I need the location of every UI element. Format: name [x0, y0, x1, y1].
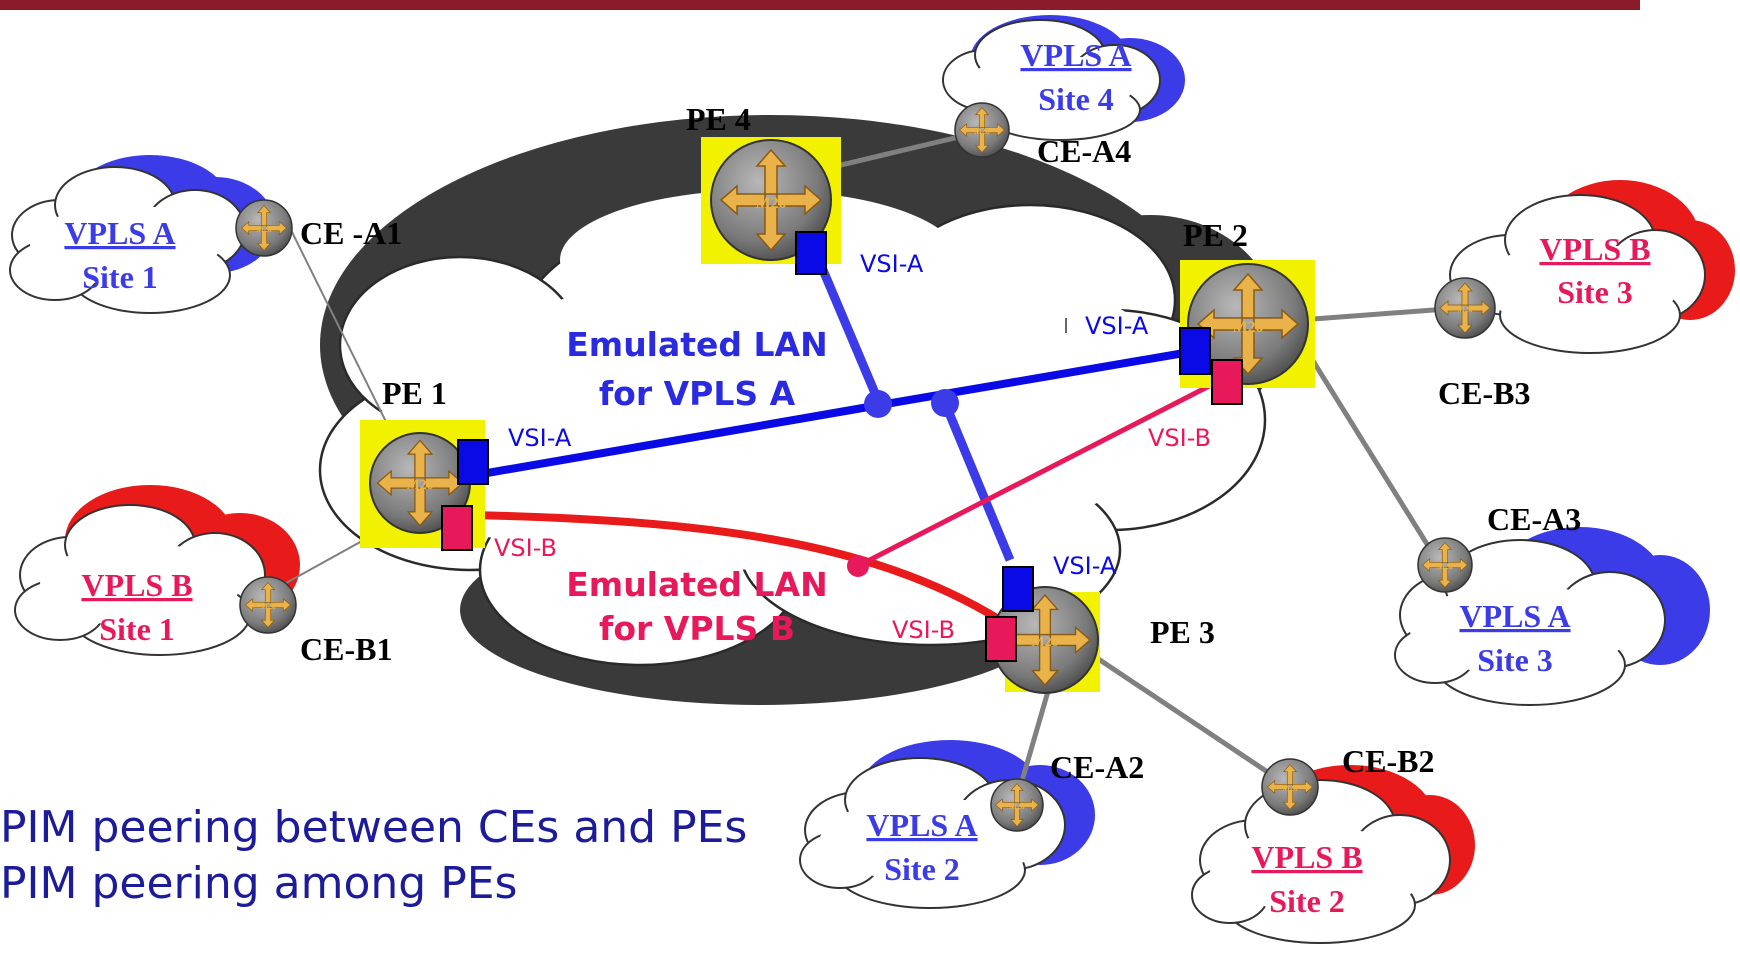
vsi-a-label-pe3: VSI-A — [1053, 552, 1117, 580]
ce-a3-label: CE-A3 — [1487, 501, 1581, 537]
vsi-b-box-pe1 — [441, 505, 473, 551]
emulated-lan-a-subtitle: for VPLS A — [599, 374, 796, 413]
lan-b-pe1-pe3-link — [469, 511, 1003, 624]
site-cloud-vpls-a-1 — [9, 155, 275, 314]
vsi-a-label-pe4: VSI-A — [860, 250, 924, 278]
vsi-a-box-pe3 — [1002, 566, 1034, 612]
site-a1-number: Site 1 — [82, 259, 158, 295]
site-a4-name: VPLS A — [1020, 37, 1131, 73]
pe1-chip-label: M20 — [406, 478, 433, 493]
lan-a-pe2-link — [879, 348, 1191, 409]
emulated-lan-a-links — [469, 268, 1191, 562]
pe2-router: M20 — [1180, 260, 1315, 388]
ce-a4-router: M20 — [954, 102, 1010, 158]
ce-b3-label: CE-B3 — [1438, 375, 1530, 411]
site-a2-number: Site 2 — [884, 851, 960, 887]
lan-a-junction-2 — [931, 389, 959, 417]
lan-a-pe1-link — [469, 401, 881, 480]
emulated-lan-b-links — [469, 380, 1217, 624]
link-ce-a4-pe4 — [819, 129, 981, 173]
ce-b1-label: CE-B1 — [300, 631, 392, 667]
ce-a4-label: CE-A4 — [1037, 133, 1131, 169]
site-a3-number: Site 3 — [1477, 642, 1553, 678]
site-cloud-vpls-b-3 — [1449, 180, 1735, 354]
ce-a2-router: M20 — [990, 778, 1044, 832]
ce-b2-chip-label: M20 — [1282, 784, 1298, 793]
ce-a2-label: CE-A2 — [1050, 749, 1144, 785]
site-cloud-vpls-a-4 — [942, 15, 1185, 141]
bullet-item-ce-pe-peering: PIM peering between CEs and PEs — [0, 802, 748, 853]
emulated-lan-b-title: Emulated LAN — [566, 565, 827, 604]
site-cloud-vpls-b-2 — [1191, 765, 1475, 944]
ce-b3-router: M20 — [1434, 277, 1496, 339]
ce-a4-chip-label: M20 — [974, 127, 990, 136]
link-ce-b2-pe3 — [1068, 637, 1289, 788]
pe3-chip-label: M20 — [1031, 635, 1058, 650]
vsi-a-box-pe4 — [795, 231, 827, 275]
ce-a1-label: CE -A1 — [300, 215, 402, 251]
ce-a1-router: M20 — [235, 199, 293, 257]
link-ce-b3-pe2 — [1299, 305, 1461, 323]
emulated-lan-b-subtitle: for VPLS B — [599, 609, 795, 648]
ce-b2-label: CE-B2 — [1342, 743, 1434, 779]
site-a2-name: VPLS A — [866, 807, 977, 843]
site-b1-number: Site 1 — [99, 611, 175, 647]
vsi-a-box-pe1 — [457, 439, 489, 485]
site-b3-number: Site 3 — [1557, 274, 1633, 310]
ce-b3-chip-label: M20 — [1457, 305, 1473, 314]
vsi-b-box-pe3 — [985, 616, 1017, 662]
ce-a3-router: M20 — [1417, 537, 1473, 593]
site-b2-name: VPLS B — [1251, 839, 1362, 875]
link-ce-a3-pe2 — [1297, 338, 1443, 567]
vsi-a-label-pe1: VSI-A — [508, 424, 572, 452]
lan-b-pe2-link — [856, 380, 1217, 569]
site-cloud-vpls-a-3 — [1394, 527, 1710, 706]
site-b1-name: VPLS B — [81, 567, 192, 603]
pe4-router: M20 — [701, 137, 841, 264]
site-a3-name: VPLS A — [1459, 598, 1570, 634]
vsi-b-label-pe2: VSI-B — [1148, 424, 1211, 452]
pe3-label: PE 3 — [1150, 614, 1215, 650]
ce-a3-chip-label: M20 — [1437, 562, 1453, 571]
bullet-item-pe-pe-peering: PIM peering among PEs — [0, 858, 518, 909]
vsi-a-label-pe2: VSI-A — [1085, 312, 1149, 340]
site-b3-name: VPLS B — [1539, 231, 1650, 267]
pe2-chip-label: M20 — [1232, 319, 1263, 336]
ce-b2-router: M20 — [1261, 758, 1319, 816]
ce-b1-chip-label: M20 — [260, 602, 276, 611]
lan-a-pe3-link — [940, 401, 1015, 562]
site-b2-number: Site 2 — [1269, 883, 1345, 919]
lan-a-pe4-link — [818, 268, 885, 407]
pe1-label: PE 1 — [382, 375, 447, 411]
site-a4-number: Site 4 — [1038, 81, 1114, 117]
pe4-chip-label: M20 — [755, 195, 786, 212]
ce-b1-router: M20 — [239, 576, 297, 634]
lan-b-junction — [847, 555, 869, 577]
link-ce-a1-pe1 — [289, 227, 401, 451]
lan-a-junction-1 — [864, 390, 892, 418]
vsi-b-box-pe2 — [1211, 359, 1243, 405]
pe4-label: PE 4 — [686, 101, 751, 137]
ce-a2-chip-label: M20 — [1009, 802, 1025, 811]
bullet-list: PIM peering between CEs and PEs PIM peer… — [0, 800, 747, 912]
vsi-a-box-pe2 — [1179, 327, 1211, 375]
ce-a1-chip-label: M20 — [256, 225, 272, 234]
site-a1-name: VPLS A — [64, 215, 175, 251]
pe2-label: PE 2 — [1183, 217, 1248, 253]
vsi-b-label-pe1: VSI-B — [494, 534, 557, 562]
top-title-bar — [0, 0, 1640, 10]
vsi-b-label-pe3: VSI-B — [892, 616, 955, 644]
emulated-lan-a-title: Emulated LAN — [566, 325, 827, 364]
